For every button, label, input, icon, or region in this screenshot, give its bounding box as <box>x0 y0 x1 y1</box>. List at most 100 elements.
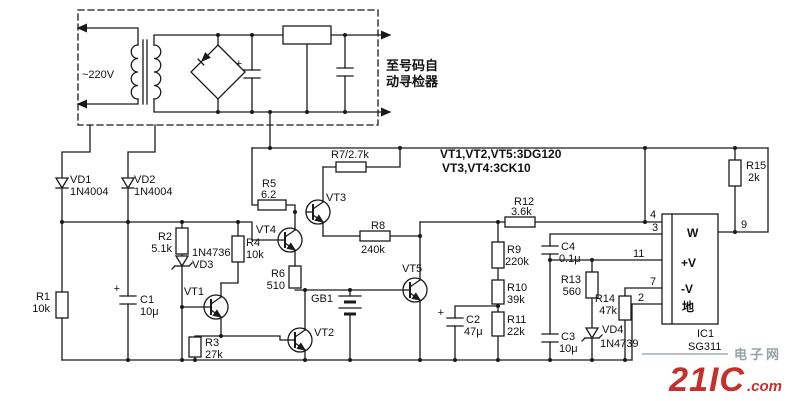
label-r4-val: 10k <box>246 249 264 261</box>
label-r9-val: 220k <box>505 256 529 268</box>
resistor-r14-icon <box>618 295 632 321</box>
resistor-r1-icon <box>55 291 69 319</box>
capacitor-c2-icon <box>446 317 464 327</box>
label-r6-ref: R6 <box>271 268 285 280</box>
resistor-r5-icon <box>257 199 287 211</box>
regulator-box <box>282 25 332 45</box>
label-c2-ref: C2 <box>466 314 480 326</box>
capacitor-c3-icon <box>541 333 559 343</box>
label-r8-ref: R8 <box>371 220 385 232</box>
label-r7-ref: R7/2.7k <box>331 149 369 161</box>
transformer-icon <box>130 39 162 105</box>
watermark-brand-suffix: .com <box>746 378 782 396</box>
resistor-r9-icon <box>491 241 505 269</box>
label-r13-ref: R13 <box>561 274 581 286</box>
resistor-r8-icon <box>359 230 391 242</box>
label-r12-ref: R12 <box>514 196 534 208</box>
label-c4-val: 0.1μ <box>559 253 581 265</box>
label-r1-ref: R1 <box>36 291 50 303</box>
label-vt1-ref: VT1 <box>184 286 204 298</box>
label-r8-val: 240k <box>361 244 385 256</box>
label-r14-ref: R14 <box>595 293 615 305</box>
label-c1-val: 10μ <box>140 306 159 318</box>
watermark: 电子网 21IC.com <box>641 347 782 400</box>
filter-capacitor-icon <box>243 69 261 79</box>
label-vd1-ref: VD1 <box>70 174 91 186</box>
watermark-rule <box>641 353 728 356</box>
label-r11-val: 22k <box>507 326 525 338</box>
label-c4-ref: C4 <box>561 241 575 253</box>
label-c1-polarity: + <box>114 283 120 295</box>
capacitor-c1-icon <box>119 295 137 305</box>
label-ic-internal-vplus: +V <box>681 256 696 270</box>
resistor-r7-icon <box>335 161 367 173</box>
label-ic-internal-gnd: 地 <box>682 299 694 314</box>
label-ic-pin-7: 7 <box>650 276 656 288</box>
label-r11-ref: R11 <box>507 314 526 326</box>
power-supply-dashed-box <box>77 9 379 126</box>
resistor-r11-icon <box>491 311 505 337</box>
label-r14-val: 47k <box>599 305 617 317</box>
label-vd2-val: 1N4004 <box>134 186 173 198</box>
label-note-2: VT3,VT4:3CK10 <box>442 161 531 175</box>
label-vt3-ref: VT3 <box>326 192 346 204</box>
label-ic-pin-3: 3 <box>652 222 658 234</box>
output-capacitor-icon <box>336 67 354 77</box>
battery-gb1-icon <box>338 295 362 316</box>
label-layer: ~220V 至号码自 动寻检器 VT1,VT2,VT5:3DG120 VT3,V… <box>32 58 766 361</box>
label-vd3-val: 1N4736 <box>192 247 231 259</box>
label-vd4-ref: VD4 <box>602 324 623 336</box>
label-mains: ~220V <box>82 69 115 81</box>
label-r5-val: 6.2 <box>261 189 276 201</box>
label-r10-val: 39k <box>507 294 525 306</box>
label-note-1: VT1,VT2,VT5:3DG120 <box>440 147 562 161</box>
resistor-r6-icon <box>288 265 302 289</box>
resistor-r12-icon <box>504 216 536 228</box>
label-ic-pin-11: 11 <box>633 248 644 260</box>
label-vd2-ref: VD2 <box>134 174 155 186</box>
diode-vd2-icon <box>120 177 136 190</box>
capacitor-c4-icon <box>541 245 559 255</box>
label-cap-polarity: + <box>236 58 242 70</box>
label-vd4-val: 1N4739 <box>600 338 639 350</box>
component-layer <box>54 159 742 361</box>
resistor-r10-icon <box>491 279 505 305</box>
label-ic-pin-4: 4 <box>650 209 656 221</box>
label-r15-ref: R15 <box>746 160 766 172</box>
zener-vd4-icon <box>581 327 603 342</box>
label-vt2-ref: VT2 <box>314 327 334 339</box>
label-vt4-ref: VT4 <box>256 224 276 236</box>
resistor-r3-icon <box>188 336 202 358</box>
label-r5-ref: R5 <box>262 178 276 190</box>
transistor-vt1-icon <box>203 282 229 337</box>
resistor-r13-icon <box>585 271 599 299</box>
label-gb1-ref: GB1 <box>311 293 333 305</box>
junction-dots <box>60 33 737 362</box>
resistor-r2-icon <box>175 227 189 255</box>
label-vt5-ref: VT5 <box>402 263 422 275</box>
label-c3-ref: C3 <box>561 331 575 343</box>
bridge-rectifier-icon <box>190 44 246 100</box>
label-ic-pin-9: 9 <box>741 219 747 231</box>
label-vd1-val: 1N4004 <box>70 186 109 198</box>
power-supply-section <box>77 9 379 126</box>
label-r15-val: 2k <box>748 172 760 184</box>
resistor-r4-icon <box>231 235 245 263</box>
label-r2-val: 5.1k <box>151 243 172 255</box>
label-r9-ref: R9 <box>507 244 521 256</box>
label-dest-line2: 动寻检器 <box>386 74 439 89</box>
label-r2-ref: R2 <box>158 231 172 243</box>
watermark-brand: 21IC <box>669 361 745 400</box>
transistor-vt3-icon <box>305 166 331 237</box>
diode-vd1-icon <box>54 177 70 190</box>
label-c2-val: 47μ <box>464 326 483 338</box>
label-r3-ref: R3 <box>205 337 219 349</box>
transistor-vt5-icon <box>402 221 428 361</box>
label-ic-internal-vminus: -V <box>681 282 693 296</box>
label-vd3-ref: VD3 <box>192 259 213 271</box>
label-r13-val: 560 <box>563 286 581 298</box>
label-r6-val: 510 <box>267 280 285 292</box>
transistor-vt2-icon <box>287 289 313 361</box>
label-ic-pin-2: 2 <box>638 292 644 304</box>
